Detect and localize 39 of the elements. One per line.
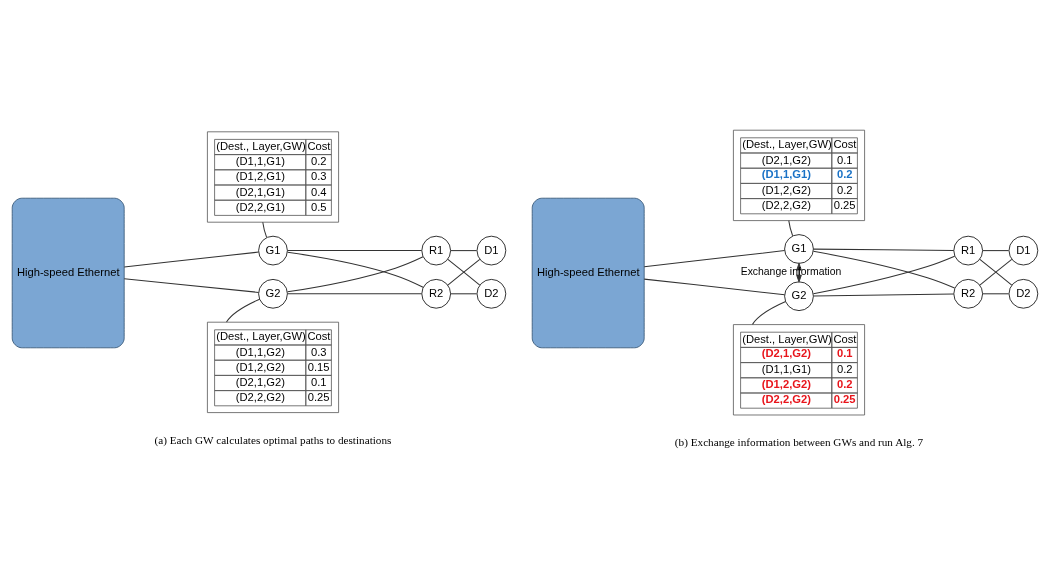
node-circle: R2 [953,278,983,309]
node-circle: G2 [258,278,288,309]
node-circle: R2 [421,278,451,309]
node-box: (Dest., Layer,GW)Cost (D1,1,G1) 0.2 (D1,2,G1) 0.3 (D2,1,G1) 0.4 (D2,2,G1) 0.5 [207,130,339,223]
label: (a) Each GW calculates optimal paths to destinations [154,433,392,446]
node-box: (Dest., Layer,GW)Cost (D2,1,G2) 0.1 (D1,1,G1) 0.2 (D1,2,G2) 0.2 (D2,2,G2) 0.25 [733,323,865,415]
connector [262,221,268,238]
node-circle: R1 [421,235,451,265]
node-box: (Dest., Layer,GW)Cost (D2,1,G2) 0.1 (D1,1,G1) 0.2 (D1,2,G2) 0.2 (D2,2,G2) 0.25 [733,129,865,221]
connector [788,219,794,236]
label: (b) Exchange information between GWs and run Alg. 7 [674,435,924,448]
edge-label: Exchange information [740,265,842,277]
connector [813,248,955,251]
connector [643,249,786,267]
connector [752,300,787,325]
node-circle: G2 [784,280,814,311]
node-circle: D2 [1008,278,1039,309]
connector [123,251,260,267]
connector [447,258,481,286]
connector [982,249,1010,251]
node-circle: R1 [953,235,983,265]
node-circle: D2 [476,278,507,309]
node-circle: D1 [476,235,507,265]
node-circle: D1 [1008,235,1039,265]
connector [643,278,786,295]
connector [123,277,260,293]
connector [450,292,478,294]
node-box: (Dest., Layer,GW)Cost (D1,1,G2) 0.3 (D1,2,G2) 0.15 (D2,1,G2) 0.1 (D2,2,G2) 0.25 [207,321,339,413]
connector [982,292,1010,294]
connector [287,249,423,251]
node-box: High-speed Ethernet [11,197,125,348]
node-circle: G1 [258,235,288,265]
connector [287,292,423,294]
connector [450,249,478,251]
node-circle: G1 [784,233,814,264]
connector [226,298,261,322]
connector [979,258,1013,286]
connector [813,292,955,296]
node-box: High-speed Ethernet [531,197,645,348]
